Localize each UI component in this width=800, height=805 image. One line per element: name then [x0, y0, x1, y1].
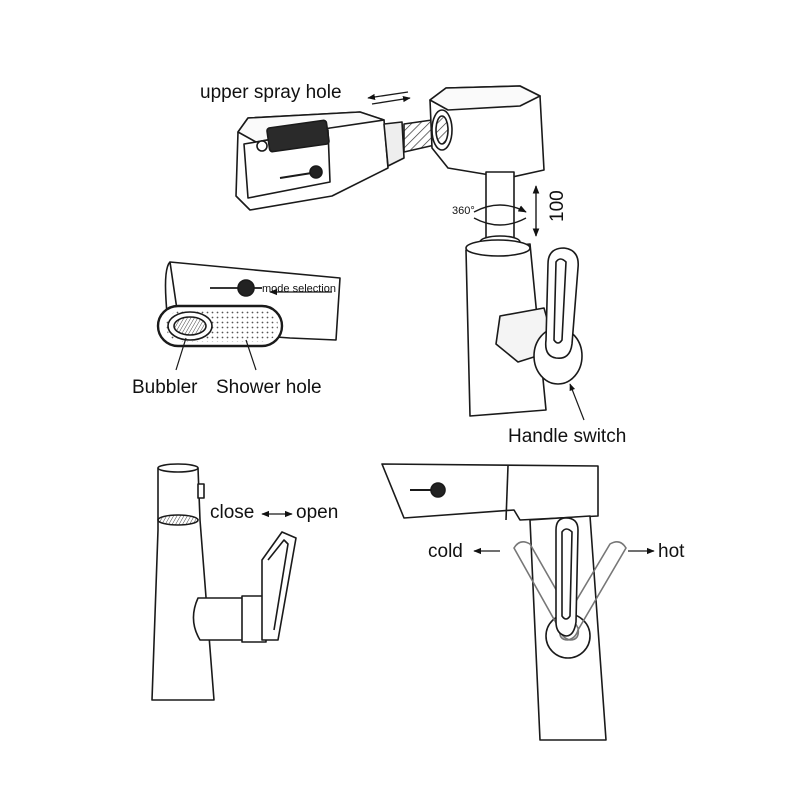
side-view-faucet: [151, 463, 297, 701]
label-bubbler: Bubbler: [132, 377, 198, 398]
side-outlet: [157, 514, 199, 526]
mode-button-icon: [430, 482, 446, 498]
side-body: [151, 467, 215, 701]
label-mode-selection: mode selection: [262, 283, 336, 295]
front-head: [381, 463, 599, 521]
label-open: open: [296, 502, 339, 523]
spout-stem: [485, 171, 515, 243]
label-height: 100: [547, 190, 568, 222]
mode-button-icon: [237, 279, 255, 297]
display-panel: [266, 119, 330, 153]
lever-hot: [558, 540, 627, 641]
bubbler-leader: [175, 337, 257, 371]
rotation-indicator: [473, 204, 527, 226]
top-faucet-assembly: [235, 85, 583, 417]
hose-connector: [383, 121, 405, 167]
front-view-faucet: [381, 463, 627, 741]
label-shower-hole: Shower hole: [216, 377, 322, 398]
label-close: close: [210, 502, 255, 523]
label-hot: hot: [658, 541, 685, 562]
mode-selection-detail: [156, 261, 341, 348]
handle-switch-leader: [569, 383, 585, 421]
label-cold: cold: [428, 541, 463, 562]
side-hub: [192, 597, 249, 641]
mode-button-icon: [309, 165, 323, 179]
side-lever: [261, 531, 297, 641]
label-upper-spray-hole: upper spray hole: [200, 82, 342, 103]
label-handle-switch: Handle switch: [508, 426, 627, 447]
upper-spray-hole-icon: [256, 140, 268, 152]
label-rotation: 360°: [452, 205, 475, 217]
spout-head-top: [429, 85, 541, 111]
pull-direction-arrows: [367, 91, 411, 105]
